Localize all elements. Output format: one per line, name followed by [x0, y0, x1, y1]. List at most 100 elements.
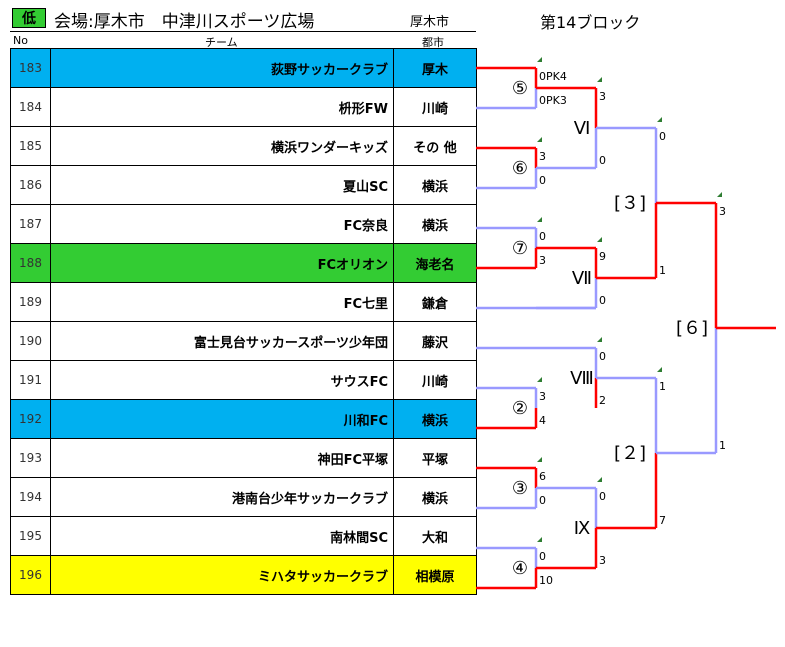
score-top: 3	[719, 205, 726, 218]
venue-title: 会場:厚木市 中津川スポーツ広場	[54, 12, 315, 32]
team-name: 横浜ワンダーキッズ	[50, 126, 394, 166]
score-top: 6	[539, 470, 546, 483]
team-city: 川崎	[393, 360, 477, 400]
team-name: 荻野サッカークラブ	[50, 48, 394, 88]
team-name: 夏山SC	[50, 165, 394, 205]
match-label: ②	[512, 398, 528, 419]
level-badge: 低	[12, 8, 46, 28]
score-marker	[537, 57, 542, 62]
score-bottom: 3	[539, 254, 546, 267]
score-marker	[657, 117, 662, 122]
header-divider	[10, 31, 476, 32]
team-number: 183	[10, 48, 51, 88]
score-top: 3	[539, 150, 546, 163]
score-marker	[597, 477, 602, 482]
score-bottom: 0	[599, 294, 606, 307]
team-name: 富士見台サッカースポーツ少年団	[50, 321, 394, 361]
score-bottom: 4	[539, 414, 546, 427]
block-title: 第14ブロック	[540, 13, 641, 32]
score-marker	[537, 537, 542, 542]
team-name: ミハタサッカークラブ	[50, 555, 394, 595]
score-top: 0PK4	[539, 70, 567, 83]
score-bottom: 0	[599, 154, 606, 167]
score-marker	[657, 367, 662, 372]
team-number: 190	[10, 321, 51, 361]
team-city: 大和	[393, 516, 477, 556]
score-top: 3	[539, 390, 546, 403]
team-number: 184	[10, 87, 51, 127]
score-top: 0	[599, 350, 606, 363]
score-marker	[597, 337, 602, 342]
team-name: 神田FC平塚	[50, 438, 394, 478]
score-top: 3	[599, 90, 606, 103]
match-label: ④	[512, 558, 528, 579]
team-name: サウスFC	[50, 360, 394, 400]
score-marker	[537, 457, 542, 462]
match-label: ⑦	[512, 238, 528, 259]
score-marker	[717, 192, 722, 197]
score-marker	[537, 137, 542, 142]
team-city: 横浜	[393, 399, 477, 439]
team-city: 海老名	[393, 243, 477, 283]
match-label: [６]	[676, 318, 708, 339]
team-number: 193	[10, 438, 51, 478]
match-label: Ⅷ	[570, 368, 594, 389]
match-label: Ⅸ	[574, 518, 591, 539]
team-city: 横浜	[393, 204, 477, 244]
score-top: 0	[539, 550, 546, 563]
score-top: 0	[599, 490, 606, 503]
score-bottom: 0	[539, 494, 546, 507]
score-marker	[597, 237, 602, 242]
match-label: ⑥	[512, 158, 528, 179]
score-bottom: 1	[659, 264, 666, 277]
score-bottom: 7	[659, 514, 666, 527]
city-heading: 厚木市	[410, 15, 450, 30]
match-label: Ⅶ	[572, 268, 592, 289]
score-top: 0	[539, 230, 546, 243]
score-bottom: 1	[719, 439, 726, 452]
match-label: [３]	[614, 193, 646, 214]
col-city-header: 都市	[422, 36, 444, 49]
team-name: FC奈良	[50, 204, 394, 244]
score-bottom: 0	[539, 174, 546, 187]
score-bottom: 10	[539, 574, 553, 587]
team-name: 港南台少年サッカークラブ	[50, 477, 394, 517]
col-team-header: チーム	[205, 36, 238, 49]
team-number: 191	[10, 360, 51, 400]
score-marker	[597, 77, 602, 82]
score-top: 9	[599, 250, 606, 263]
match-label: ⑤	[512, 78, 528, 99]
score-bottom: 3	[599, 554, 606, 567]
score-marker	[537, 377, 542, 382]
team-number: 192	[10, 399, 51, 439]
team-city: 相模原	[393, 555, 477, 595]
team-city: 横浜	[393, 477, 477, 517]
score-bottom: 0PK3	[539, 94, 567, 107]
team-number: 185	[10, 126, 51, 166]
team-city: 平塚	[393, 438, 477, 478]
score-marker	[537, 217, 542, 222]
team-city: 藤沢	[393, 321, 477, 361]
team-name: 南林間SC	[50, 516, 394, 556]
score-top: 0	[659, 130, 666, 143]
match-label: ③	[512, 478, 528, 499]
match-label: Ⅵ	[574, 118, 591, 139]
col-no-header: No	[13, 34, 28, 47]
score-top: 1	[659, 380, 666, 393]
match-label: [２]	[614, 443, 646, 464]
team-number: 188	[10, 243, 51, 283]
